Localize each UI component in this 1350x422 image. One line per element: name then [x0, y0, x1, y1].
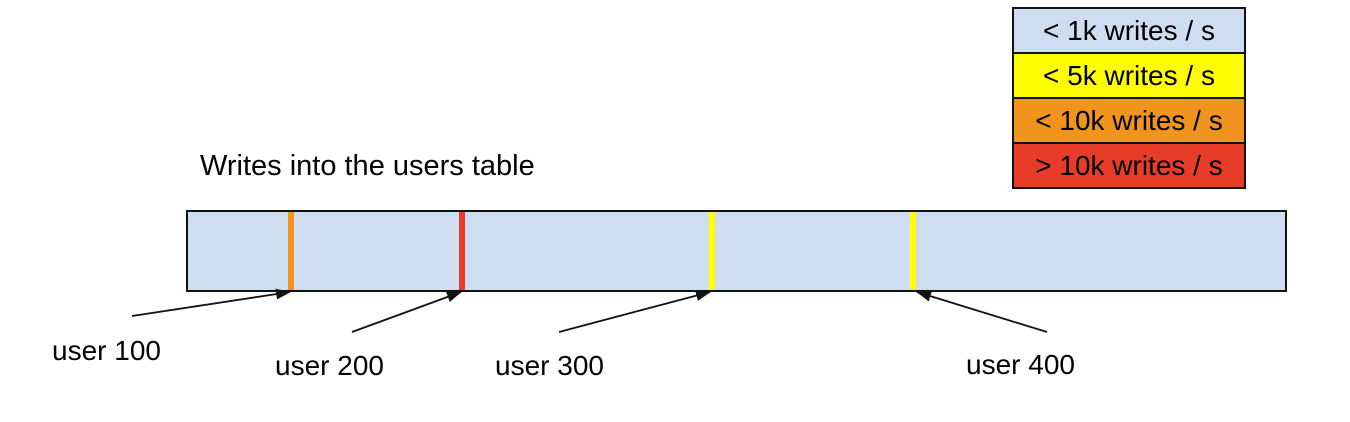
- user-arrow: [916, 290, 1048, 333]
- user-arrow: [351, 291, 462, 333]
- legend-item-label: < 10k writes / s: [1035, 104, 1223, 136]
- legend-item-label: < 5k writes / s: [1043, 59, 1215, 91]
- legend-item: < 10k writes / s: [1012, 97, 1246, 144]
- write-rate-stripe: [459, 212, 465, 290]
- user-arrow: [558, 290, 711, 333]
- diagram-title: Writes into the users table: [200, 150, 535, 182]
- legend-item: < 1k writes / s: [1012, 7, 1246, 54]
- user-label: user 300: [495, 350, 604, 381]
- user-label: user 100: [52, 335, 161, 366]
- user-arrow: [131, 288, 291, 317]
- legend-item: < 5k writes / s: [1012, 52, 1246, 99]
- legend-item-label: < 1k writes / s: [1043, 14, 1215, 46]
- legend-item-label: > 10k writes / s: [1035, 149, 1223, 181]
- write-rate-stripe: [709, 212, 715, 290]
- write-rate-legend: < 1k writes / s < 5k writes / s < 10k writ…: [1012, 7, 1246, 189]
- write-rate-stripe: [910, 212, 916, 290]
- user-label: user 200: [275, 350, 384, 381]
- user-label: user 400: [966, 349, 1075, 380]
- users-table-bar: [186, 210, 1287, 292]
- legend-item: > 10k writes / s: [1012, 142, 1246, 189]
- write-rate-stripe: [288, 212, 294, 290]
